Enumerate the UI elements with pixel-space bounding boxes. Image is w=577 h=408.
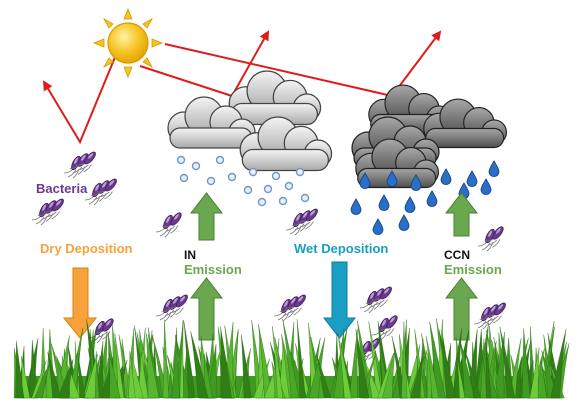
grass-blade [114,333,125,399]
grass-blade [438,329,456,399]
grass-blade [315,353,331,399]
grass-blade [241,334,252,399]
grass-blade [296,319,306,399]
grass-blade [363,358,381,399]
grass-blade [456,357,466,399]
wet-deposition-arrow [322,261,357,339]
grass-icon [13,318,570,399]
grass-blade [146,333,160,399]
grass-blade [485,342,492,399]
dry-deposition-arrow [62,267,98,339]
grass-blade [521,328,531,399]
grass-blade [57,359,74,399]
grass-blade [84,353,98,399]
grass-blade [272,326,284,399]
grass-blade [308,337,326,399]
bacteria-label: Bacteria [36,181,88,196]
grass-blade [47,352,61,399]
grass-blade [349,329,358,399]
sun-icon [92,7,164,79]
grass-blade [183,321,196,399]
grass-blade [410,357,423,399]
grass-blade [401,321,408,399]
dry-deposition-label: Dry Deposition [40,241,133,256]
ccn-emission-arrow-lower [444,277,479,341]
grass-blade [550,329,567,399]
in-emission-label: Emission [184,262,242,277]
grass-blade [529,347,540,399]
grass-blade [220,327,232,399]
grass-blade [499,326,516,399]
wet-deposition-label: Wet Deposition [294,241,389,256]
in-emission-arrow-upper [189,192,224,241]
grass-blade [355,329,370,399]
snow-cloud-icon [167,70,333,172]
grass-blade [493,332,505,399]
grass-blade [34,360,52,399]
grass-blade [108,353,121,399]
rain-cloud-icon [351,84,508,189]
grass-blade [190,331,209,399]
ccn-label: CCN [444,248,470,262]
grass-blade [480,338,487,399]
grass-blade [77,353,86,399]
grass-blade [171,334,180,399]
grass-blade [162,319,170,399]
grass-blade [429,321,446,399]
grass-blade [258,323,273,399]
grass-blade [425,335,439,399]
grass-blade [15,340,25,399]
grass-blade [282,318,300,399]
ccn-emission-label: Emission [444,262,502,277]
in-label: IN [184,248,196,262]
grass-blade [337,332,352,399]
grass-blade [464,349,481,399]
in-emission-arrow-lower [189,277,224,341]
ccn-emission-arrow-upper [444,192,479,237]
grass-blade [128,351,136,399]
grass-blade [368,321,383,399]
